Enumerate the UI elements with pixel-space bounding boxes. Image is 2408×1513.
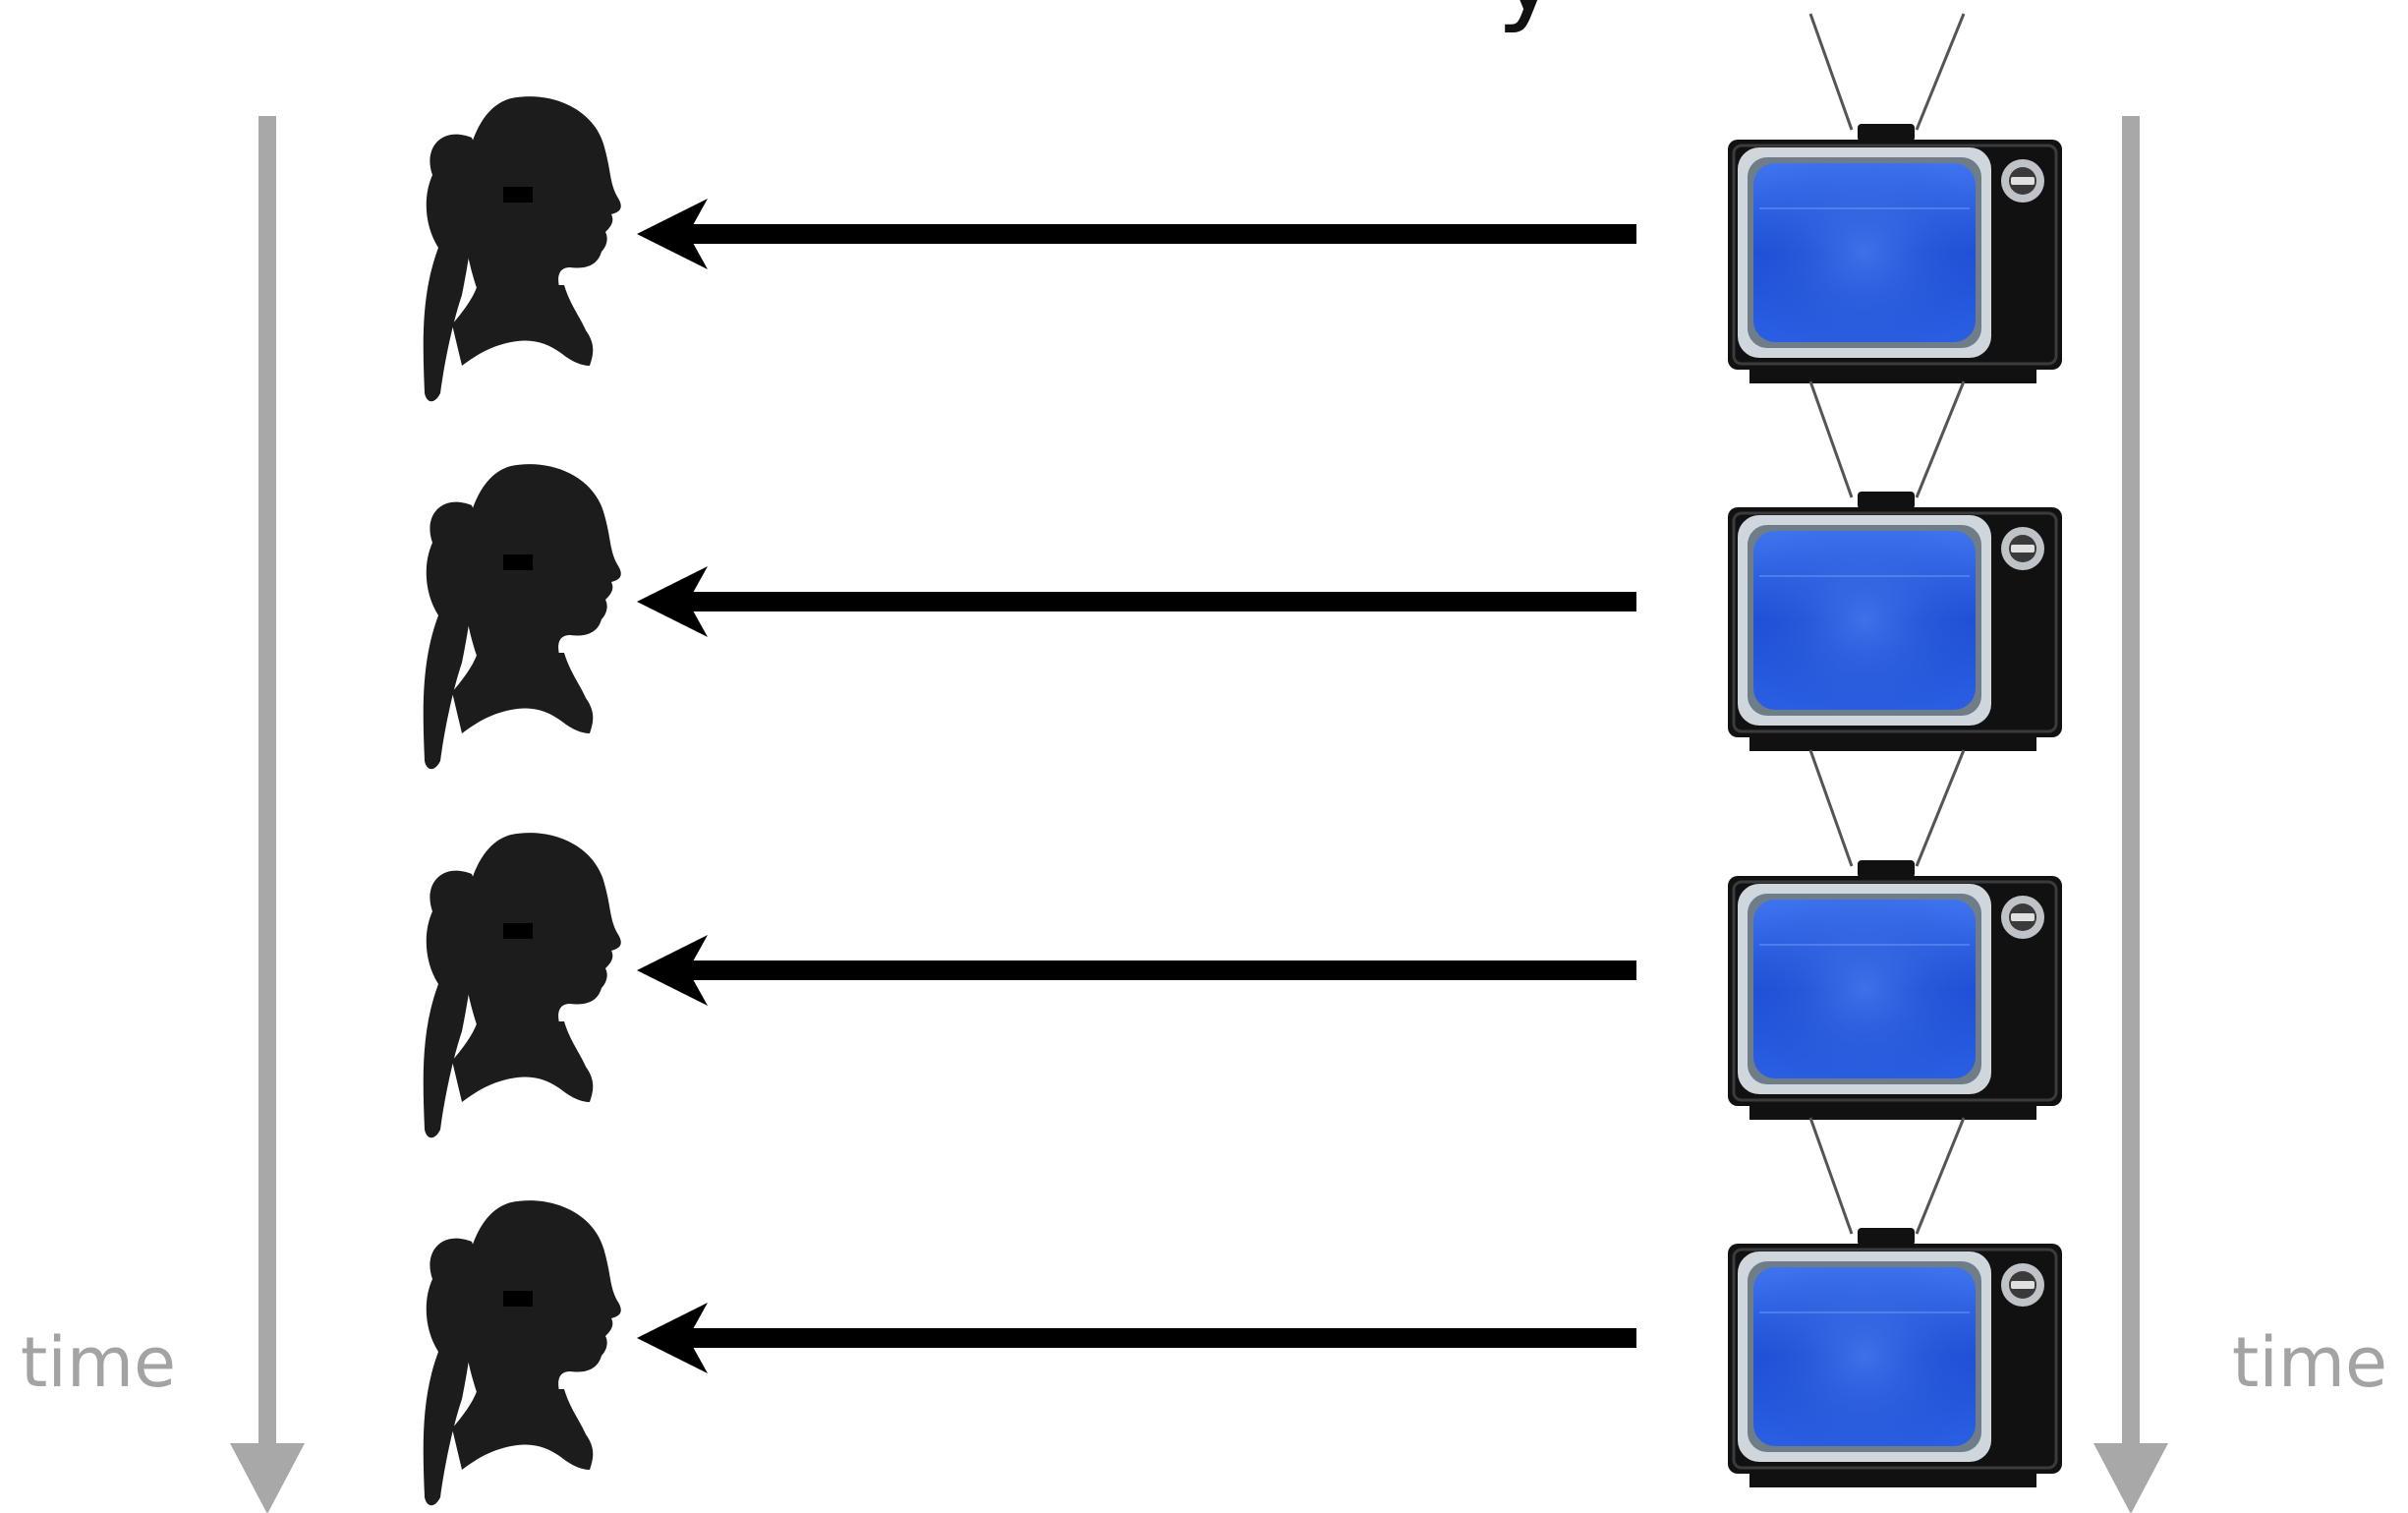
tv-icon [1728,13,2062,383]
broadcast-arrow [637,566,1636,637]
row-1 [423,13,2062,402]
tv-icon [1728,1117,2062,1487]
tv-icon [1728,749,2062,1120]
left-time-axis [230,116,305,1513]
broadcast-arrow [637,935,1636,1006]
person-silhouette-icon [423,464,621,770]
row-3 [423,749,2062,1138]
broadcast-arrow [637,199,1636,269]
person-silhouette-icon [423,96,621,402]
right-time-label: time [2232,1322,2387,1403]
row-2 [423,380,2062,770]
person-silhouette-icon [423,1200,621,1506]
tv-icon [1728,380,2062,751]
left-time-label: time [21,1322,176,1403]
title-fragment: y [1496,0,1560,35]
row-4 [423,1117,2062,1506]
person-silhouette-icon [423,833,621,1138]
broadcast-arrow [637,1303,1636,1373]
right-time-axis [2093,116,2168,1513]
